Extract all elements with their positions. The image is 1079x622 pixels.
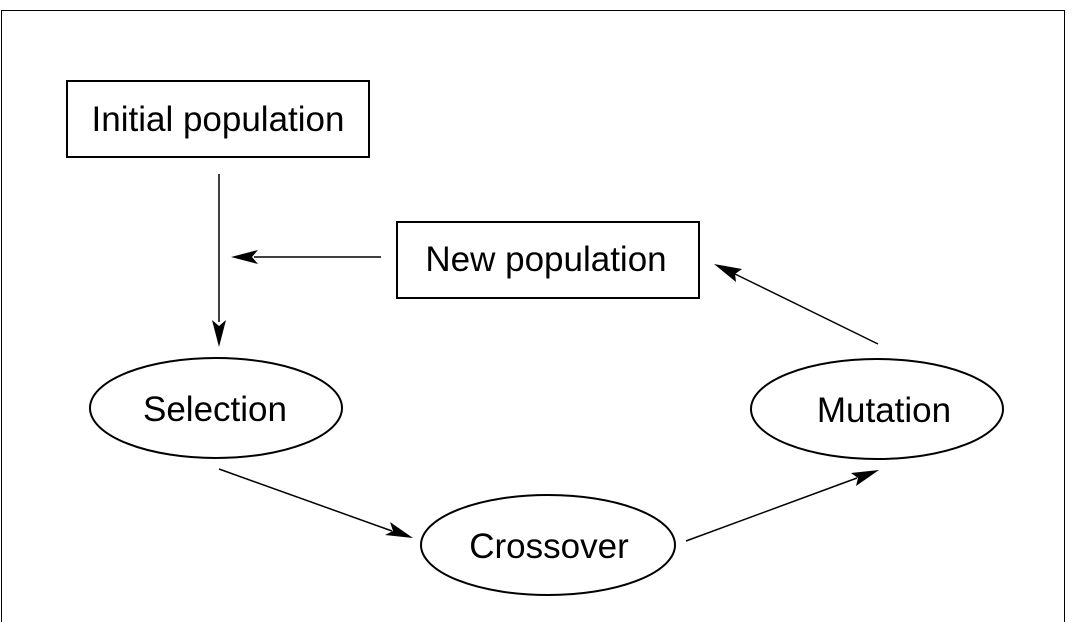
edge-initial-population-to-selection <box>212 174 226 347</box>
arrowhead <box>851 470 879 486</box>
edge-crossover-to-mutation <box>685 470 879 542</box>
node-selection: Selection <box>89 357 343 459</box>
node-mutation: Mutation <box>750 358 1004 460</box>
node-initial-population: Initial population <box>66 80 370 158</box>
node-ellipse <box>750 358 1004 460</box>
edge-line <box>685 477 858 542</box>
edge-mutation-to-new-population <box>714 264 879 345</box>
node-label-selection: Selection <box>143 390 287 429</box>
node-label-mutation: Mutation <box>817 391 951 430</box>
edges <box>212 174 879 542</box>
node-ellipse <box>89 357 343 459</box>
edge-selection-to-crossover <box>218 468 413 538</box>
figure-frame <box>1 10 1065 622</box>
node-label-crossover: Crossover <box>469 527 629 566</box>
node-ellipse <box>420 494 676 596</box>
arrowhead <box>231 250 258 264</box>
arrowhead <box>385 522 413 538</box>
node-crossover: Crossover <box>420 494 676 596</box>
edge-line <box>218 468 393 532</box>
edge-new-population-to-selection <box>231 250 381 264</box>
arrowhead <box>212 320 226 347</box>
node-box <box>396 221 700 299</box>
node-label-initial-population: Initial population <box>92 100 345 139</box>
node-new-population: New population <box>396 221 700 299</box>
node-label-new-population: New population <box>425 240 666 279</box>
node-box <box>66 80 370 158</box>
arrowhead <box>714 264 742 282</box>
edge-line <box>734 273 879 345</box>
